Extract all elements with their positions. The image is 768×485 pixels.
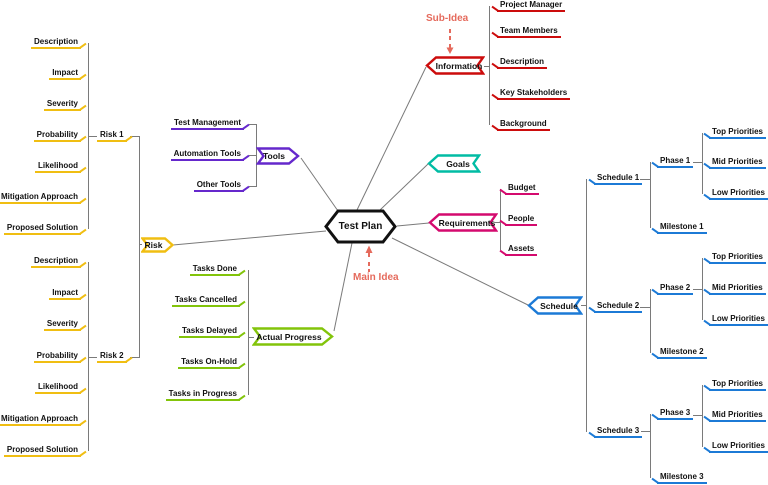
topic-test-management[interactable]: Test Management (171, 118, 244, 130)
topic-risk1-impact[interactable]: Impact (49, 68, 81, 80)
topic-phase-3[interactable]: Phase 3 (657, 408, 694, 420)
topic-schedule-2[interactable]: Schedule 2 (594, 301, 643, 313)
branch-actual-progress[interactable]: Actual Progress (252, 327, 334, 346)
topic-risk1-mitigation-approach[interactable]: Mitigation Approach (0, 192, 81, 204)
topic-s2-mid-priorities[interactable]: Mid Priorities (709, 283, 766, 295)
topic-schedule-3[interactable]: Schedule 3 (594, 426, 643, 438)
topic-schedule-1[interactable]: Schedule 1 (594, 173, 643, 185)
topic-milestone-1[interactable]: Milestone 1 (657, 222, 707, 234)
branch-actual-progress-label: Actual Progress (256, 331, 322, 342)
main-idea-label[interactable]: Main Idea (353, 272, 399, 283)
topic-risk2-severity[interactable]: Severity (43, 319, 81, 331)
topic-milestone-3[interactable]: Milestone 3 (657, 472, 707, 484)
actual-progress-arrow-shape (252, 327, 334, 346)
topic-risk1-likelihood[interactable]: Likelihood (35, 161, 81, 173)
topic-phase-2[interactable]: Phase 2 (657, 283, 694, 295)
topic-s3-low-priorities[interactable]: Low Priorities (709, 441, 768, 453)
branch-risk-label: Risk (144, 240, 163, 250)
schedule-arrow-shape (527, 296, 583, 315)
topic-risk2-likelihood[interactable]: Likelihood (35, 382, 81, 394)
requirements-arrow-shape (428, 213, 498, 232)
topic-risk2-proposed-solution[interactable]: Proposed Solution (3, 445, 81, 457)
topic-risk-2[interactable]: Risk 2 (97, 351, 127, 363)
topic-other-tools[interactable]: Other Tools (193, 180, 244, 192)
branch-schedule-label: Schedule (540, 300, 578, 311)
topic-risk2-description[interactable]: Description (30, 256, 81, 268)
central-topic[interactable]: Test Plan (324, 209, 397, 244)
topic-s1-low-priorities[interactable]: Low Priorities (709, 188, 768, 200)
topic-s3-top-priorities[interactable]: Top Priorities (709, 379, 766, 391)
topic-team-members[interactable]: Team Members (497, 26, 561, 38)
sub-idea-arrow (446, 29, 454, 54)
topic-people[interactable]: People (505, 214, 538, 226)
topic-budget[interactable]: Budget (505, 183, 539, 195)
information-arrow-shape (425, 56, 485, 75)
central-topic-hexagon (324, 209, 397, 244)
topic-risk1-severity[interactable]: Severity (43, 99, 81, 111)
topic-background[interactable]: Background (497, 119, 550, 131)
topic-s1-top-priorities[interactable]: Top Priorities (709, 127, 766, 139)
topic-risk2-impact[interactable]: Impact (49, 288, 81, 300)
branch-risk[interactable]: Risk (141, 237, 174, 253)
topic-tasks-in-progress[interactable]: Tasks in Progress (165, 389, 240, 401)
branch-information-label: Information (435, 60, 483, 71)
branch-schedule[interactable]: Schedule (527, 296, 583, 315)
goals-arrow-shape (427, 154, 481, 173)
topic-automation-tools[interactable]: Automation Tools (170, 149, 244, 161)
branch-goals[interactable]: Goals (427, 154, 481, 173)
topic-phase-1[interactable]: Phase 1 (657, 156, 694, 168)
topic-tasks-cancelled[interactable]: Tasks Cancelled (171, 295, 240, 307)
topic-assets[interactable]: Assets (505, 244, 538, 256)
branch-tools[interactable]: Tools (256, 147, 300, 165)
branch-requirements[interactable]: Requirements (428, 213, 498, 232)
topic-milestone-2[interactable]: Milestone 2 (657, 347, 707, 359)
sub-idea-label[interactable]: Sub-Idea (426, 13, 469, 24)
topic-tasks-done[interactable]: Tasks Done (189, 264, 240, 276)
topic-tasks-on-hold[interactable]: Tasks On-Hold (178, 357, 240, 369)
topic-s3-mid-priorities[interactable]: Mid Priorities (709, 410, 766, 422)
topic-key-stakeholders[interactable]: Key Stakeholders (497, 88, 571, 100)
branch-information[interactable]: Information (425, 56, 485, 75)
topic-risk2-mitigation-approach[interactable]: Mitigation Approach (0, 414, 81, 426)
topic-risk-1[interactable]: Risk 1 (97, 130, 127, 142)
branch-goals-label: Goals (446, 158, 470, 169)
topic-s1-mid-priorities[interactable]: Mid Priorities (709, 157, 766, 169)
topic-tasks-delayed[interactable]: Tasks Delayed (179, 326, 240, 338)
topic-risk1-description[interactable]: Description (30, 37, 81, 49)
main-idea-arrow (365, 245, 373, 272)
topic-s2-low-priorities[interactable]: Low Priorities (709, 314, 768, 326)
branch-requirements-label: Requirements (438, 217, 496, 228)
central-topic-label: Test Plan (338, 221, 383, 232)
topic-info-description[interactable]: Description (497, 57, 548, 69)
topic-risk1-proposed-solution[interactable]: Proposed Solution (3, 223, 81, 235)
risk-arrow-shape (141, 237, 174, 253)
topic-risk1-probability[interactable]: Probability (33, 130, 81, 142)
topic-risk2-probability[interactable]: Probability (33, 351, 81, 363)
topic-project-manager[interactable]: Project Manager (497, 0, 566, 12)
tools-arrow-shape (256, 147, 300, 165)
branch-tools-label: Tools (262, 151, 286, 161)
topic-s2-top-priorities[interactable]: Top Priorities (709, 252, 766, 264)
